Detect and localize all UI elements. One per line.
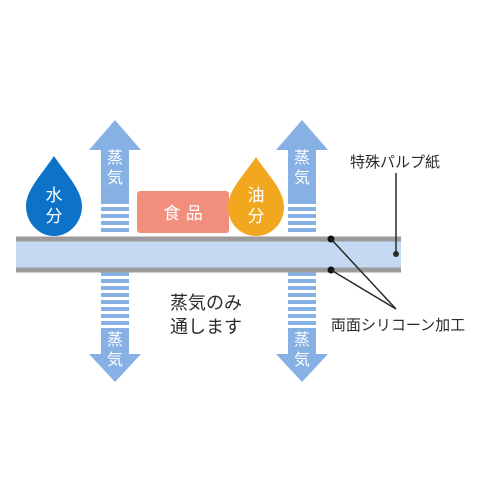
paper-callout: 特殊パルプ紙 [350, 153, 440, 257]
steam-arrow-lower-right-shaft [288, 328, 316, 354]
steam-arrow-upper-left-head [89, 120, 141, 150]
oil-drop-icon: 油 分 [228, 157, 284, 236]
food-label: 食 品 [163, 204, 202, 224]
steam-label-upper-left-2: 気 [107, 168, 123, 187]
steam-label-upper-right-1: 蒸 [294, 148, 310, 167]
steam-arrow-lower-left-head [89, 354, 141, 382]
center-text-line-1: 蒸気のみ [170, 293, 242, 314]
steam-arrow-lower-left: 蒸 気 [89, 272, 141, 382]
steam-arrow-upper-right-head [276, 120, 328, 150]
steam-label-upper-right-2: 気 [294, 168, 310, 187]
paper-layer [16, 236, 401, 273]
food-item: 食 品 [137, 191, 229, 233]
steam-label-lower-left-1: 蒸 [107, 330, 123, 349]
steam-arrow-upper-right-stripes [288, 200, 316, 232]
steam-arrow-upper-right: 蒸 気 [276, 120, 328, 232]
oil-drop-label-2: 分 [248, 207, 265, 227]
coating-callout: 両面シリコーン加工 [327, 235, 465, 334]
water-drop-label-1: 水 [46, 186, 63, 206]
steam-arrow-lower-left-shaft [101, 328, 129, 354]
food-box [137, 191, 229, 233]
water-drop-icon: 水 分 [26, 156, 82, 236]
steam-arrow-upper-left-shaft [101, 150, 129, 200]
steam-arrow-upper-right-shaft [288, 150, 316, 200]
oil-drop-label-1: 油 [248, 186, 265, 206]
steam-arrow-upper-left: 蒸 気 [89, 120, 141, 232]
coating-callout-line-bottom [330, 269, 397, 310]
steam-arrow-lower-right: 蒸 気 [276, 272, 328, 382]
paper-callout-dot [393, 251, 399, 257]
water-drop-label-2: 分 [46, 207, 63, 227]
coating-callout-line-top [330, 238, 397, 310]
steam-arrow-lower-right-stripes [288, 272, 316, 325]
oil-drop-shape [228, 157, 284, 236]
steam-label-lower-left-2: 気 [107, 350, 123, 369]
water-drop-shape [26, 156, 82, 236]
steam-label-lower-right-1: 蒸 [294, 330, 310, 349]
center-message: 蒸気のみ 通します [170, 293, 242, 338]
paper-callout-label: 特殊パルプ紙 [350, 153, 440, 171]
steam-arrow-lower-left-stripes [101, 272, 129, 325]
center-text-line-2: 通します [170, 317, 242, 338]
steam-label-lower-right-2: 気 [294, 350, 310, 369]
paper-sheet [16, 239, 401, 270]
steam-arrow-upper-left-stripes [101, 200, 129, 232]
steam-label-upper-left-1: 蒸 [107, 148, 123, 167]
coating-callout-label: 両面シリコーン加工 [331, 316, 465, 334]
steam-arrow-lower-right-head [276, 354, 328, 382]
